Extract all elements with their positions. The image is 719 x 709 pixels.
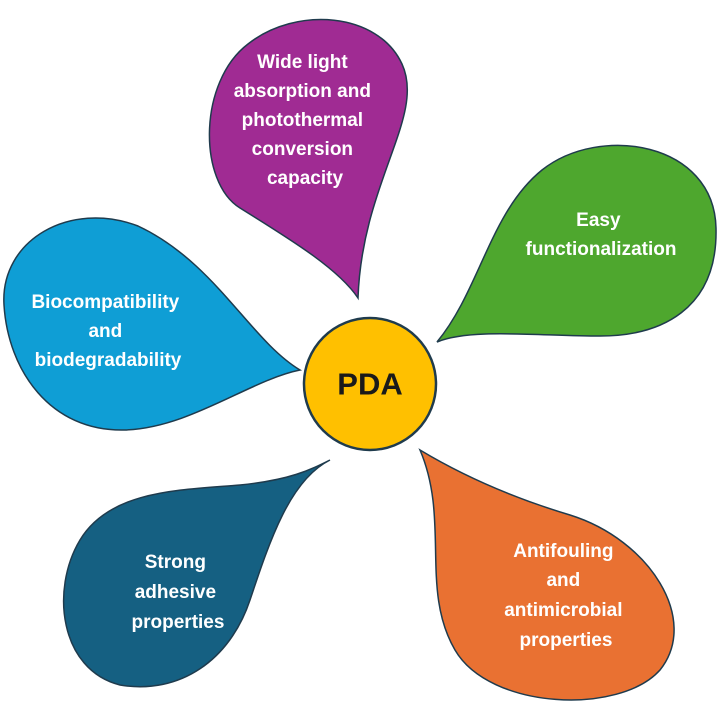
center-circle xyxy=(302,316,438,452)
petal-antifouling-line: Antifouling xyxy=(513,541,613,562)
petal-light-absorption-line: conversion xyxy=(252,139,353,160)
petal-functionalization-label: Easy functionalization xyxy=(526,210,677,260)
petal-biocompatibility-line: and xyxy=(88,321,122,342)
petal-adhesive-label: Strong adhesive properties xyxy=(132,552,225,633)
petal-light-absorption: Wide light absorption and photothermal c… xyxy=(208,18,409,301)
petal-light-absorption-line: Wide light xyxy=(257,52,348,73)
center-label: PDA xyxy=(337,367,402,402)
petal-biocompatibility: Biocompatibility and biodegradability xyxy=(3,217,303,431)
petal-biocompatibility-line: Biocompatibility xyxy=(31,292,179,313)
petal-biocompatibility-line: biodegradability xyxy=(35,350,182,371)
petal-adhesive: Strong adhesive properties xyxy=(62,459,331,688)
petal-light-absorption-line: absorption and xyxy=(234,81,371,102)
petal-antifouling: Antifouling and antimicrobial properties xyxy=(418,448,675,701)
petal-functionalization-line: Easy xyxy=(576,210,621,231)
petal-light-absorption-label: Wide light absorption and photothermal c… xyxy=(234,52,377,189)
petal-antifouling-label: Antifouling and antimicrobial properties xyxy=(504,541,628,651)
petal-antifouling-line: properties xyxy=(520,630,613,651)
petal-functionalization: Easy functionalization xyxy=(436,144,717,343)
petal-light-absorption-line: capacity xyxy=(267,168,343,189)
petal-light-absorption-line: photothermal xyxy=(242,110,363,131)
petal-antifouling-line: antimicrobial xyxy=(504,600,622,621)
petal-adhesive-line: properties xyxy=(132,612,225,633)
petal-functionalization-line: functionalization xyxy=(526,239,677,260)
petal-biocompatibility-label: Biocompatibility and biodegradability xyxy=(31,292,184,371)
center-node: PDA xyxy=(302,316,438,452)
petal-light-absorption-shape xyxy=(208,18,409,301)
petal-antifouling-shape xyxy=(418,448,675,701)
petal-biocompatibility-shape xyxy=(3,217,303,431)
petal-antifouling-line: and xyxy=(546,570,580,591)
petal-adhesive-line: Strong xyxy=(145,552,206,573)
petal-adhesive-shape xyxy=(62,459,331,688)
petal-adhesive-line: adhesive xyxy=(135,582,216,603)
petal-functionalization-shape xyxy=(436,144,717,343)
